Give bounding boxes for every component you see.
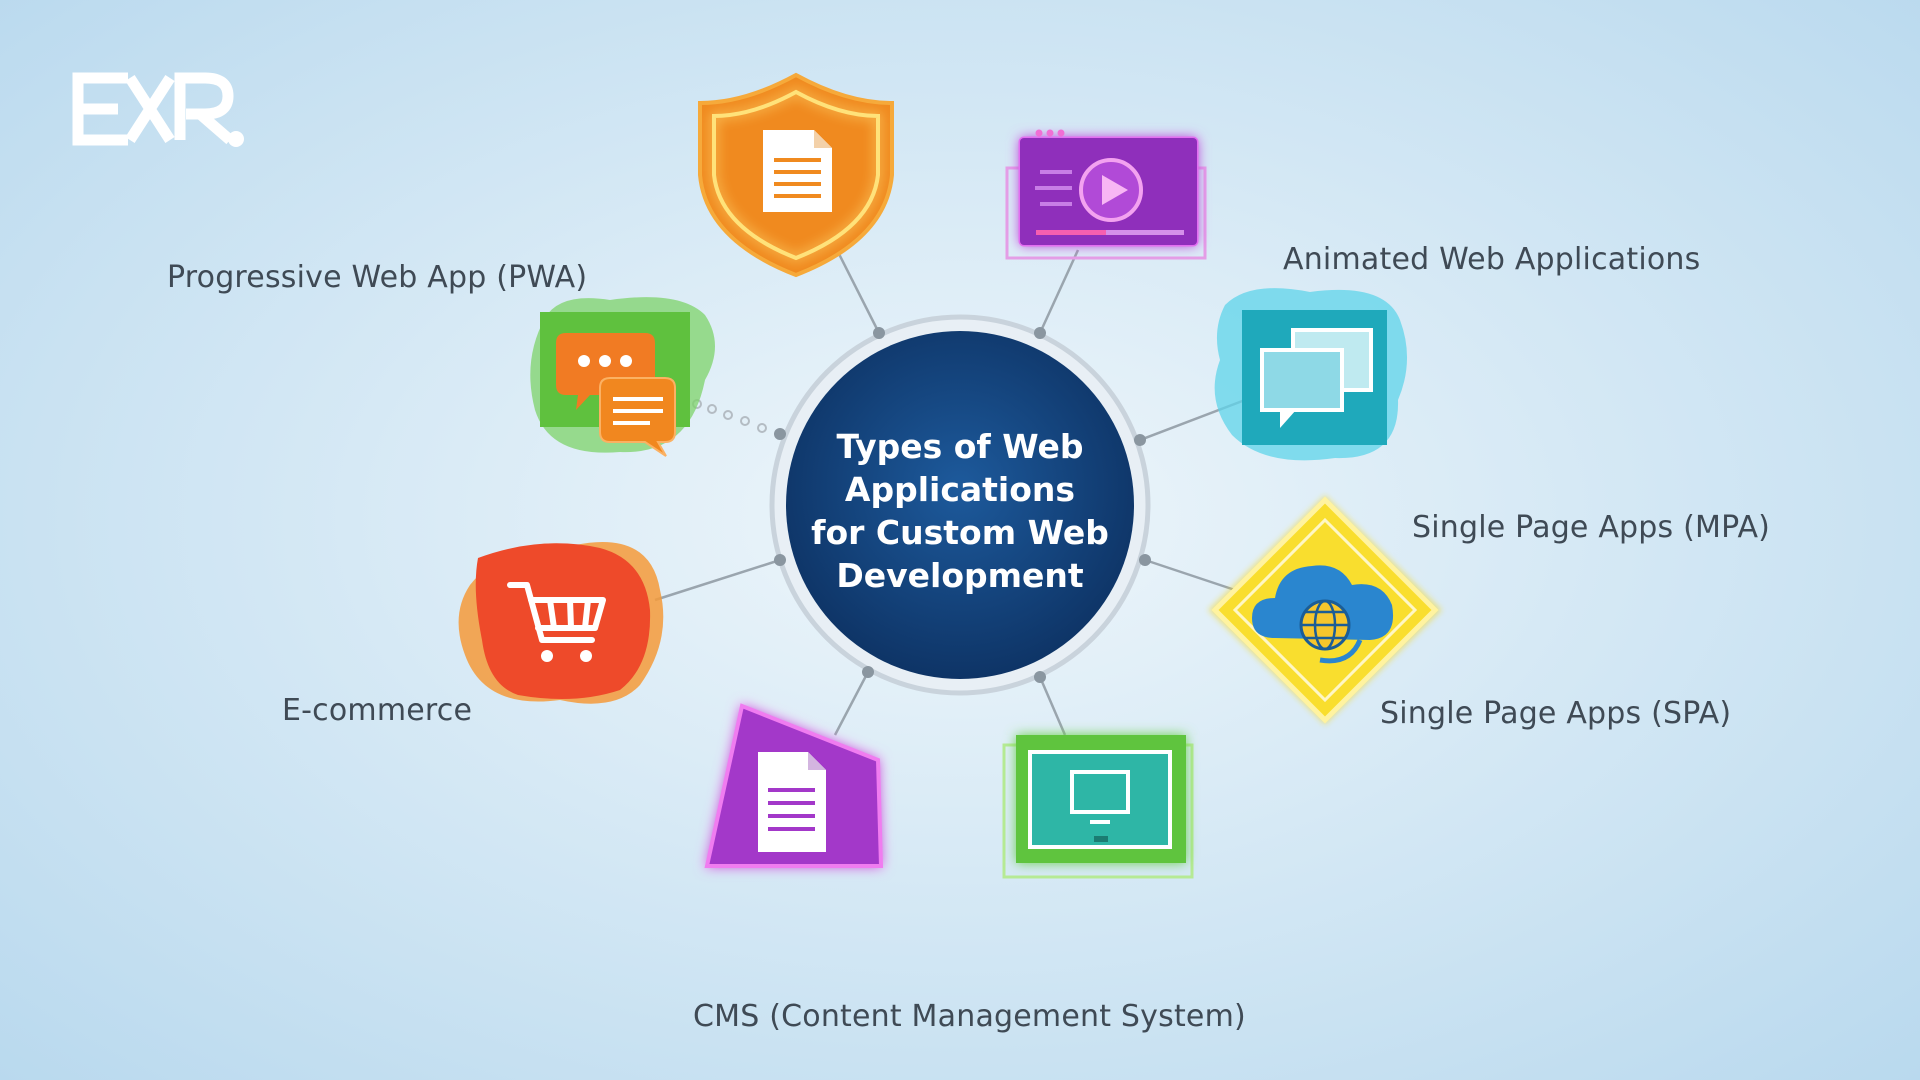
hub-nodes xyxy=(774,327,1151,683)
hub-title-line-1: Types of Web xyxy=(836,427,1084,466)
label-ecommerce: E-commerce xyxy=(282,693,473,728)
document-icon xyxy=(704,703,884,868)
video-player-icon xyxy=(1005,129,1207,260)
hub-title: Types of Web Applications for Custom Web… xyxy=(790,425,1130,597)
hub-title-line-3: for Custom Web xyxy=(811,513,1109,552)
label-cms: CMS (Content Management System) xyxy=(693,999,1246,1034)
connector-cart xyxy=(654,558,781,602)
cloud-sync-icon xyxy=(1208,495,1442,725)
shield-document-icon xyxy=(698,72,894,278)
windows-icon xyxy=(1214,288,1408,461)
exr-logo xyxy=(72,72,244,147)
chat-bubbles-icon xyxy=(530,297,715,457)
connector-shield xyxy=(836,251,881,334)
connector-monitor xyxy=(1038,676,1067,736)
hub-title-line-4: Development xyxy=(836,556,1084,595)
shopping-cart-icon xyxy=(458,542,664,704)
connector-document xyxy=(833,671,870,736)
connector-video xyxy=(1038,249,1080,334)
label-pwa: Progressive Web App (PWA) xyxy=(167,260,588,295)
hub-circle xyxy=(786,331,1134,679)
label-spa: Single Page Apps (SPA) xyxy=(1380,696,1732,731)
label-animated: Animated Web Applications xyxy=(1283,242,1701,277)
hub-title-line-2: Applications xyxy=(844,470,1076,509)
label-mpa: Single Page Apps (MPA) xyxy=(1412,510,1771,545)
dotted-connector xyxy=(692,399,785,439)
connector-lines xyxy=(654,249,1251,736)
monitor-icon xyxy=(1002,735,1194,879)
